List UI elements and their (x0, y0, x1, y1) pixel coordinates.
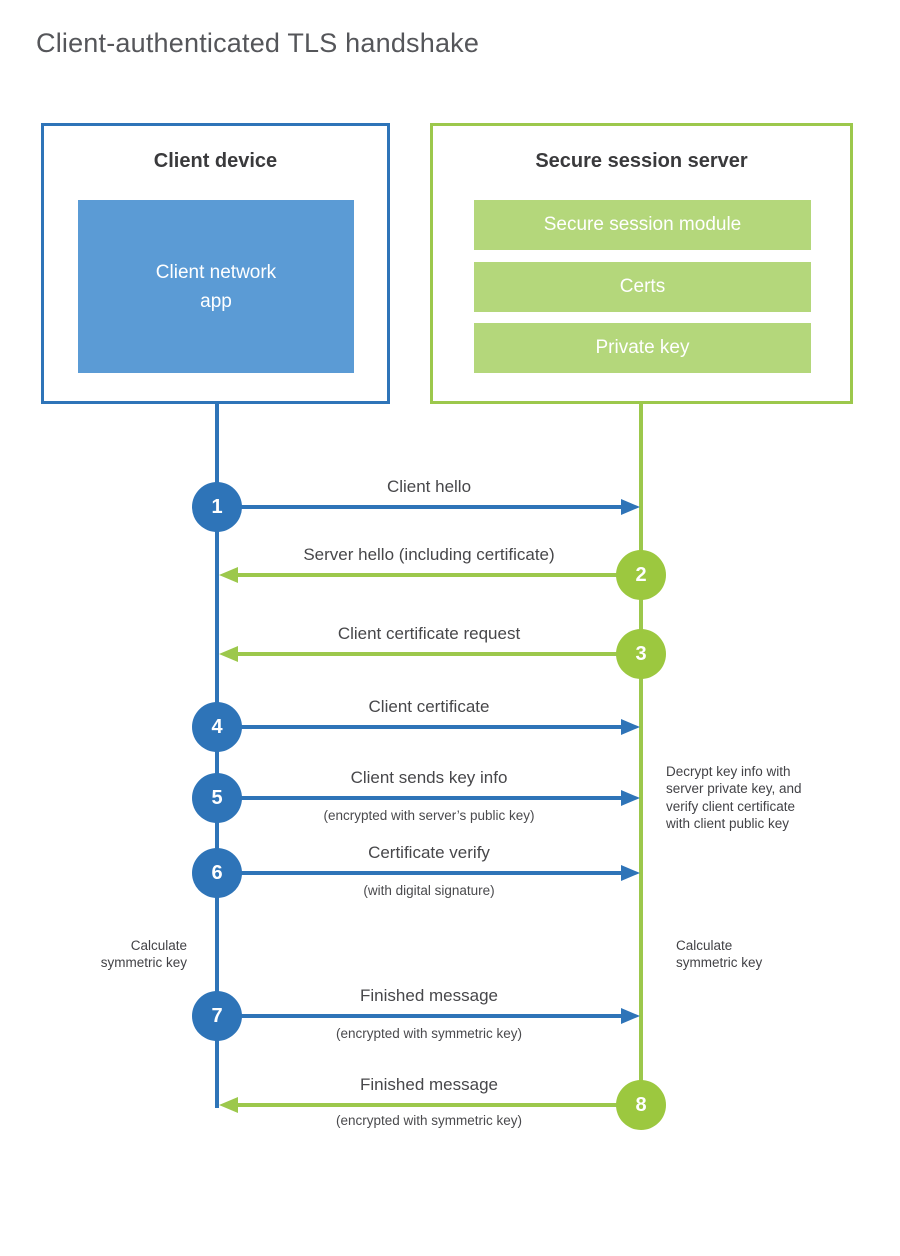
client-device-box: Client device Client network app (41, 123, 390, 404)
message-2-label: Server hello (including certificate) (303, 545, 555, 564)
message-2-step-badge: 2 (616, 550, 666, 600)
message-8-sublabel: (encrypted with symmetric key) (335, 1113, 523, 1128)
message-5-arrowhead-icon (621, 790, 640, 806)
message-4-arrow (217, 725, 623, 729)
secure-session-server-box: Secure session server Secure session mod… (430, 123, 853, 404)
message-4-label: Client certificate (368, 697, 490, 716)
annotation-calc-left-line1: Calculate (130, 938, 187, 953)
message-6-label: Certificate verify (368, 843, 490, 862)
message-7-arrow (217, 1014, 623, 1018)
message-1-label: Client hello (386, 477, 472, 496)
message-2-arrowhead-icon (219, 567, 238, 583)
server-module-private-key: Private key (474, 323, 811, 373)
client-lifeline (215, 404, 219, 1108)
annotation-decrypt-line4: with client public key (666, 816, 790, 832)
message-1-arrow (217, 505, 623, 509)
secure-session-server-title: Secure session server (535, 150, 748, 172)
server-module-secure-session-module: Secure session module (474, 200, 811, 250)
message-8-arrowhead-icon (219, 1097, 238, 1113)
message-3-arrowhead-icon (219, 646, 238, 662)
message-5-sublabel: (encrypted with server’s public key) (323, 808, 535, 823)
message-3-label: Client certificate request (337, 624, 521, 643)
message-4-step-badge: 4 (192, 702, 242, 752)
annotation-calc-right-line2: symmetric key (676, 955, 763, 971)
message-5-arrow (217, 796, 623, 800)
client-app-label: Client network app (156, 258, 276, 316)
server-lifeline (639, 404, 643, 1108)
message-7-sublabel: (encrypted with symmetric key) (335, 1026, 523, 1041)
client-device-title: Client device (153, 150, 278, 172)
annotation-decrypt-line2: server private key, and (666, 781, 802, 797)
message-3-arrow (237, 652, 641, 656)
message-8-step-badge: 8 (616, 1080, 666, 1130)
message-6-step-badge: 6 (192, 848, 242, 898)
client-app-line2: app (200, 290, 232, 312)
annotation-calc-right-line1: Calculate (676, 938, 733, 953)
message-7-arrowhead-icon (621, 1008, 640, 1024)
message-8-arrow (237, 1103, 641, 1107)
annotation-calc-left-line2: symmetric key (100, 955, 187, 971)
message-1-arrowhead-icon (621, 499, 640, 515)
message-7-step-badge: 7 (192, 991, 242, 1041)
message-7-label: Finished message (360, 986, 498, 1005)
message-4-arrowhead-icon (621, 719, 640, 735)
message-5-label: Client sends key info (350, 768, 508, 787)
annotation-decrypt-key-info: Decrypt key info with server private key… (666, 763, 841, 833)
message-6-arrow (217, 871, 623, 875)
annotation-calculate-symmetric-key-client: Calculate symmetric key (57, 937, 187, 972)
server-module-certs: Certs (474, 262, 811, 312)
message-2-arrow (237, 573, 641, 577)
annotation-calculate-symmetric-key-server: Calculate symmetric key (676, 937, 806, 972)
message-3-step-badge: 3 (616, 629, 666, 679)
page-title: Client-authenticated TLS handshake (36, 28, 480, 58)
message-6-sublabel: (with digital signature) (363, 883, 495, 898)
message-1-step-badge: 1 (192, 482, 242, 532)
annotation-decrypt-line1: Decrypt key info with (666, 764, 791, 779)
client-app-line1: Client network (155, 261, 277, 283)
message-5-step-badge: 5 (192, 773, 242, 823)
annotation-decrypt-line3: verify client certificate (666, 798, 796, 814)
message-8-label: Finished message (360, 1075, 498, 1094)
message-6-arrowhead-icon (621, 865, 640, 881)
client-network-app-box: Client network app (78, 200, 354, 373)
